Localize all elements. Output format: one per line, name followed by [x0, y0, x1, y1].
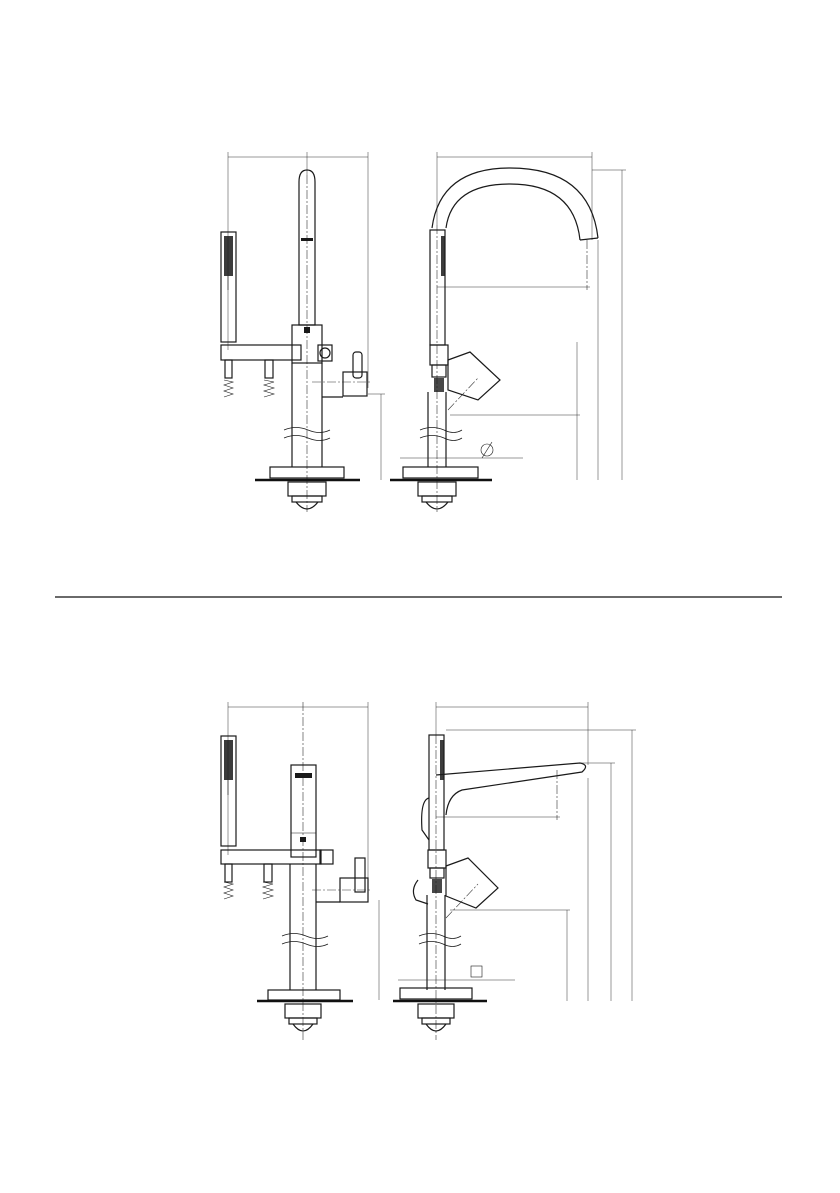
spout-outlet [580, 238, 598, 240]
break-line [420, 428, 462, 433]
lever-angled [446, 858, 498, 908]
hose-connector [225, 864, 232, 882]
threaded-connector [434, 378, 444, 392]
side-view-round [390, 152, 626, 512]
shower-holder-arm [221, 345, 301, 360]
thread [264, 380, 274, 397]
joint-mark [300, 837, 306, 842]
diameter-symbol-slash [482, 442, 492, 458]
lever-handle [355, 858, 365, 892]
base-plate-side [403, 467, 478, 478]
valve-body-side [430, 345, 448, 365]
break-line [420, 436, 462, 441]
lever-angled [448, 352, 500, 400]
aerator-mark [295, 773, 312, 778]
diverter-knob [320, 850, 333, 864]
hose-connector [265, 360, 273, 378]
break-line [282, 934, 328, 939]
front-view-square [221, 702, 379, 1040]
drawing-round-spout [221, 152, 626, 512]
hose-connector [225, 360, 232, 378]
square-symbol [471, 966, 482, 977]
break-line [282, 942, 328, 947]
lever-axis [446, 884, 478, 918]
front-view-round [221, 152, 385, 512]
shower-nozzle-grid [224, 236, 233, 276]
shower-nozzle-grid [224, 740, 233, 780]
shower-nozzle-grid [441, 236, 445, 276]
side-view-square [393, 702, 636, 1040]
thread [224, 380, 233, 397]
lever-handle [353, 352, 362, 378]
joint-mark [304, 327, 310, 333]
break-line [419, 942, 461, 947]
thread [263, 882, 273, 899]
drawing-square-spout [221, 702, 636, 1040]
shower-nozzle-grid [440, 740, 444, 780]
spout-arc-inner [446, 184, 580, 240]
aerator-mark [301, 238, 313, 241]
valve-nut [430, 868, 444, 878]
break-line [419, 934, 461, 939]
diverter-curve [413, 880, 428, 904]
valve-nut [432, 365, 446, 377]
hose-connector [264, 864, 272, 882]
spout-flat [436, 763, 586, 815]
thread [224, 882, 233, 899]
shower-hose-loop [422, 798, 429, 840]
spout-square [291, 765, 316, 857]
lever-base [343, 372, 367, 396]
base-plate [268, 990, 340, 1000]
threaded-connector [432, 879, 442, 893]
lever-axis [448, 378, 478, 410]
valve-body-side [428, 850, 446, 868]
